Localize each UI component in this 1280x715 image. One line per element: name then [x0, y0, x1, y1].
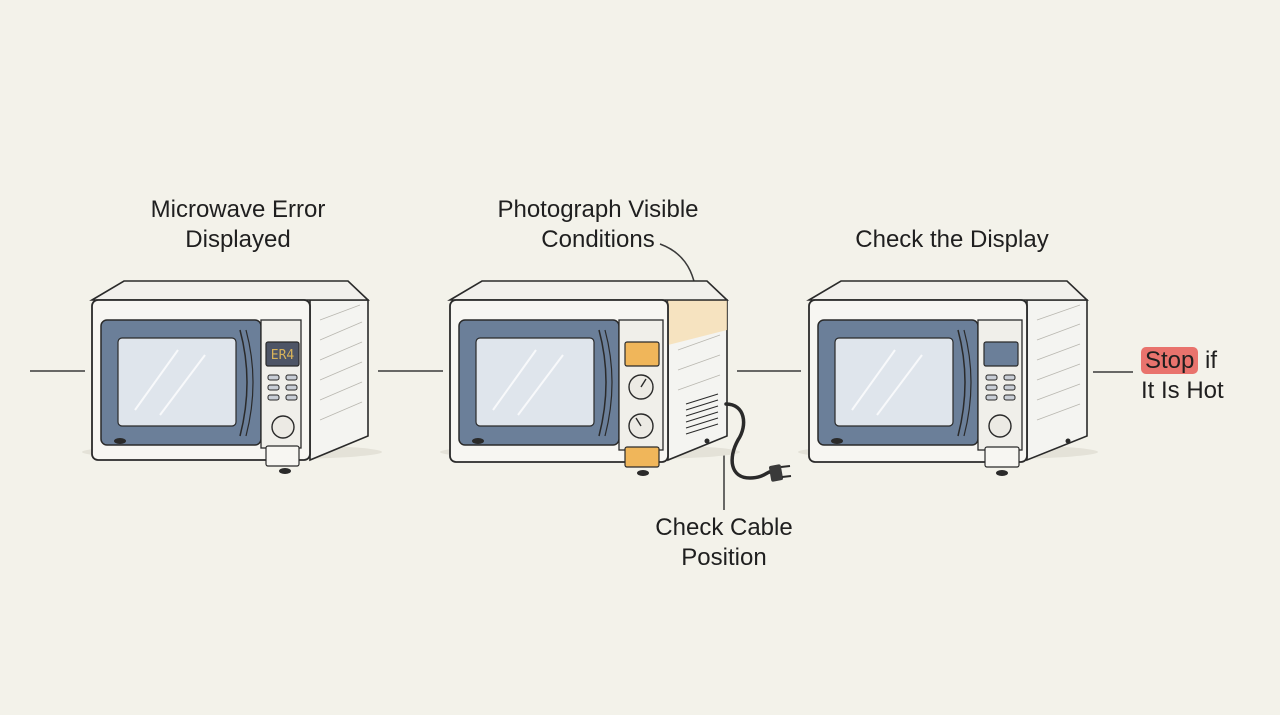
microwave-icon: ER4: [82, 280, 382, 474]
blank-display: [983, 341, 1019, 367]
microwave-icon: [440, 280, 792, 482]
step-1-label-line-1: Microwave Error: [150, 196, 326, 223]
cable-note-line-2: Position: [681, 544, 767, 571]
stop-note-rest: if: [1198, 347, 1218, 374]
power-plug-icon: [724, 402, 792, 482]
highlighted-panel: [624, 446, 660, 468]
knob-icon: [271, 415, 295, 439]
cable-note-line-1: Check Cable: [655, 514, 793, 541]
stop-note-line-1: Stop if: [1141, 346, 1224, 376]
step-2-label-line-2: Conditions: [541, 226, 655, 253]
stop-highlight: Stop: [1141, 347, 1199, 374]
stop-note-label: Stop if It Is Hot: [1141, 346, 1224, 406]
step-2-label: Photograph Visible Conditions: [468, 195, 728, 255]
step-2-label-line-1: Photograph Visible: [497, 196, 699, 223]
step-3-label: Check the Display: [822, 225, 1082, 255]
step-3-label-line-1: Check the Display: [855, 226, 1049, 253]
error-display: [265, 341, 300, 367]
error-display-text: ER4: [271, 348, 295, 363]
knob-icon: [988, 414, 1012, 438]
step-1-label-line-2: Displayed: [185, 226, 291, 253]
stop-note-line-2: It Is Hot: [1141, 377, 1224, 404]
microwave-icon: [798, 280, 1098, 476]
step-1-label: Microwave Error Displayed: [108, 195, 368, 255]
highlighted-display: [624, 341, 660, 367]
cable-note-label: Check Cable Position: [624, 513, 824, 573]
